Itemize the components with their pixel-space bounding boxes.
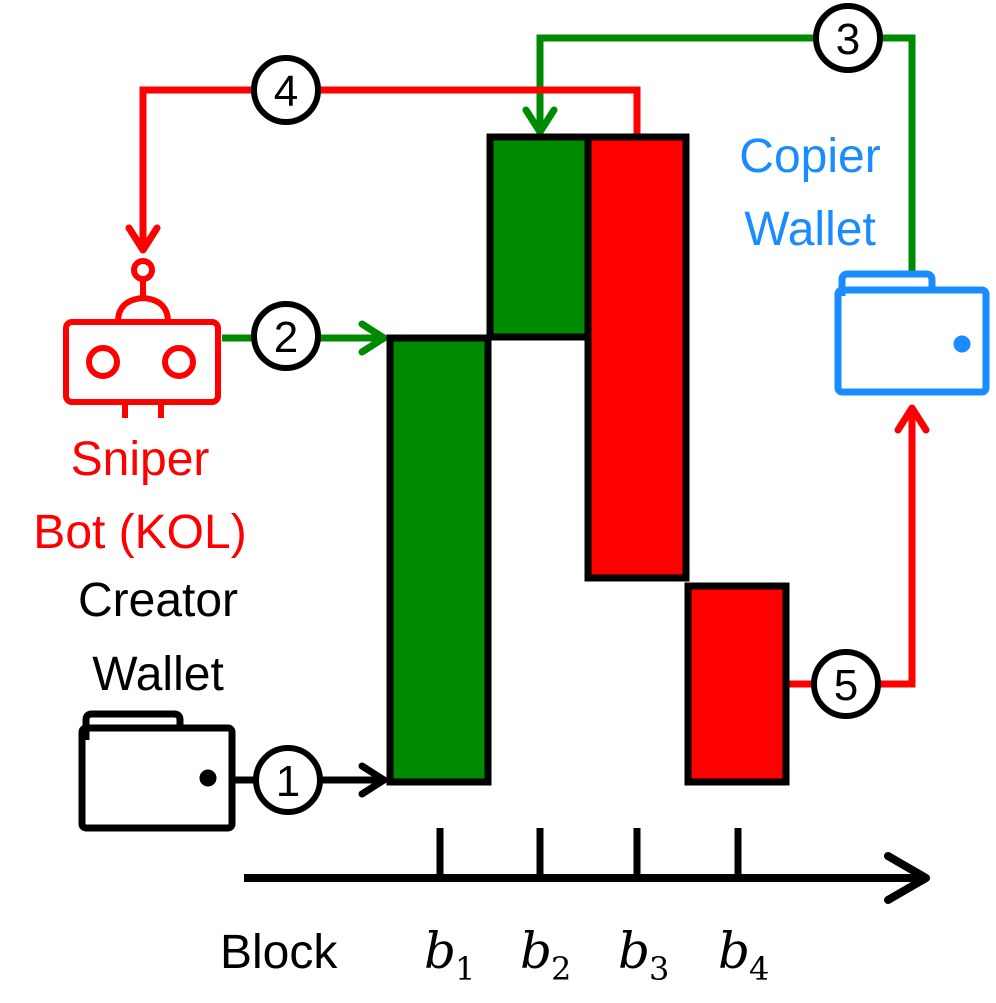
svg-text:2: 2 (551, 950, 571, 988)
sniper-label-line2: Bot (KOL) (33, 506, 246, 559)
svg-text:5: 5 (834, 661, 858, 710)
creator-label-line2: Wallet (92, 648, 224, 701)
svg-text:1: 1 (276, 757, 300, 806)
svg-text:4: 4 (274, 67, 298, 116)
svg-text:3: 3 (649, 950, 669, 988)
step-badge-5: 5 (811, 649, 881, 719)
creator-label-line1: Creator (78, 574, 238, 627)
flow-step3-connector (522, 34, 916, 272)
flow-step5-connector (788, 404, 930, 688)
copier-label-line2: Wallet (744, 203, 876, 256)
svg-text:b: b (520, 922, 552, 980)
svg-text:b: b (424, 922, 456, 980)
block-axis (244, 828, 930, 904)
svg-text:b: b (718, 922, 750, 980)
sniper-label-line1: Sniper (71, 433, 210, 486)
svg-text:2: 2 (274, 313, 298, 362)
robot-icon (63, 258, 221, 418)
step-badge-2: 2 (251, 301, 321, 371)
block-b1-buy-bar (386, 334, 492, 786)
svg-text:3: 3 (836, 15, 860, 64)
step-badge-4: 4 (251, 55, 321, 125)
creator-wallet-icon (78, 710, 236, 832)
step-badge-1: 1 (253, 745, 323, 815)
svg-text:1: 1 (455, 950, 475, 988)
axis-tick-label-b3: b 3 (618, 922, 669, 988)
axis-tick-label-b2: b 2 (520, 922, 571, 988)
axis-arrowhead (884, 852, 930, 904)
block-b2-buy-bar (486, 133, 592, 341)
axis-tick-label-b4: b 4 (718, 922, 769, 988)
block-b4-sell-bar (684, 582, 790, 786)
copier-wallet-icon (834, 270, 990, 396)
step-badge-3: 3 (813, 3, 883, 73)
svg-text:b: b (618, 922, 650, 980)
axis-tick-label-b1: b 1 (424, 922, 475, 988)
flow-step4-connector (125, 86, 641, 254)
axis-label: Block (220, 926, 338, 979)
block-b3-sell-bar (584, 133, 690, 582)
copier-label-line1: Copier (739, 130, 880, 183)
svg-text:4: 4 (749, 950, 769, 988)
